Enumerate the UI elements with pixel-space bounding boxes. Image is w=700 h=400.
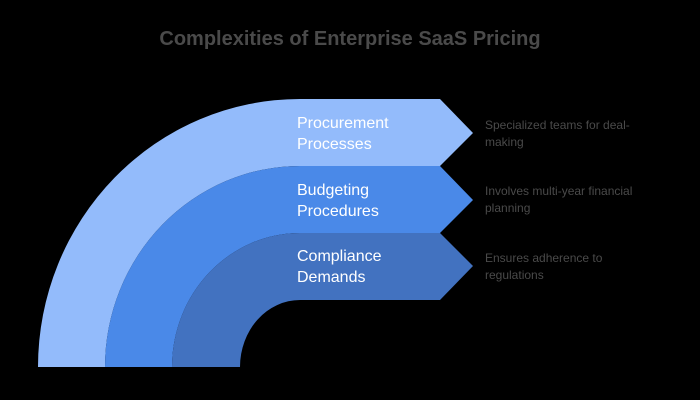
description-procurement: Specialized teams for deal-making <box>485 118 630 149</box>
label-line: Demands <box>297 269 366 286</box>
band-budgeting <box>105 166 473 367</box>
description-compliance: Ensures adherence to regulations <box>485 251 603 282</box>
description-budgeting: Involves multi-year financial planning <box>485 184 633 215</box>
label-budgeting: Budgeting Procedures <box>297 180 379 222</box>
label-line: Procurement <box>297 115 389 132</box>
label-line: Processes <box>297 136 372 153</box>
label-compliance: Compliance Demands <box>297 246 381 288</box>
label-line: Compliance <box>297 248 382 265</box>
label-line: Procedures <box>297 203 379 220</box>
diagram-title: Complexities of Enterprise SaaS Pricing <box>159 28 541 50</box>
band-compliance <box>172 233 473 367</box>
label-procurement: Procurement Processes <box>297 113 389 155</box>
label-line: Budgeting <box>297 182 370 199</box>
